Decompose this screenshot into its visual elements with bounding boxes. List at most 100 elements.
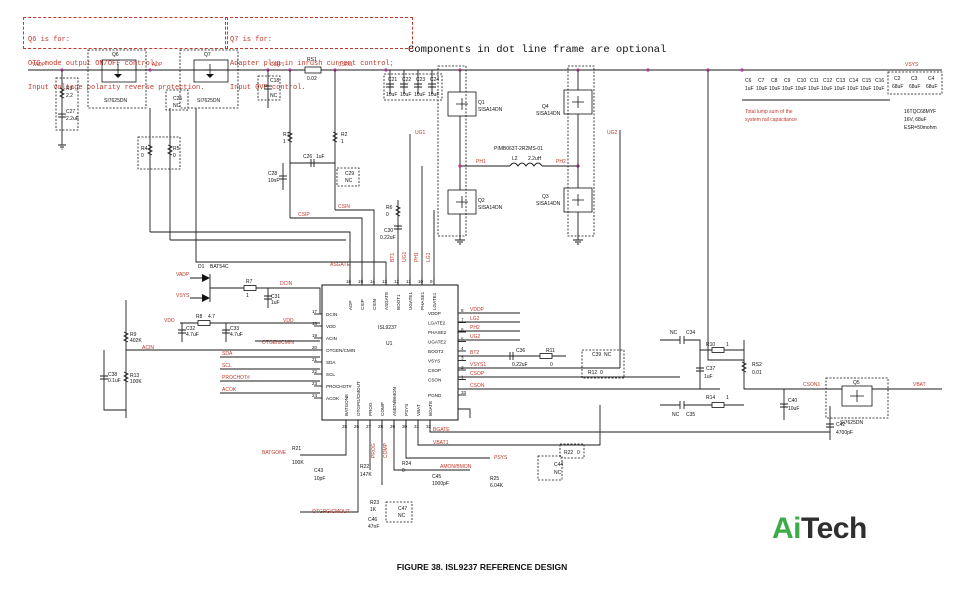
r7-value: 1 <box>246 293 249 299</box>
ic-bottom-pin-32-num: 32 <box>426 424 432 429</box>
note-q7-line1: Q7 is for: <box>230 36 273 44</box>
r4-r5: R4 0 R5 0 <box>137 108 181 240</box>
c29-value: NC <box>345 178 353 184</box>
net-acin: ACIN <box>142 345 154 351</box>
q1-part: SISA14DN <box>478 107 503 113</box>
ic-top-pin-10-num: 10 <box>418 279 424 284</box>
ic-bottom-pin-27-num: 27 <box>366 424 372 429</box>
rs1-sense: RS1 0.02 R1 1 R2 1 C26 1uF C28 10nF C29 … <box>268 57 375 285</box>
net-sda: SDA <box>222 351 233 357</box>
c42-value: 4700pF <box>836 430 853 436</box>
ic-left-pin-17-name: DCIN <box>326 312 337 317</box>
d1-ref: D1 <box>198 264 205 270</box>
ic-top-pin-9-num: 9 <box>430 279 433 284</box>
net-vdd-left: VDD <box>164 318 175 324</box>
aitech-logo: AiTech <box>772 512 867 546</box>
r6-value: 0 <box>386 212 389 218</box>
r22-value: 147K <box>360 472 372 478</box>
q2-ref: Q2 <box>478 198 485 204</box>
rs2-sense: NC C34 R10 1 C37 1uF RS2 0.01 R14 1 NC C… <box>660 70 820 420</box>
q6-part: SI7625DN <box>104 98 127 104</box>
ic-top-pin-16-num: 16 <box>346 279 352 284</box>
q3-fet: Q3 SISA14DN <box>536 70 593 245</box>
c44-value: NC <box>554 470 562 476</box>
ic-bottom-pin-29-num: 29 <box>390 424 396 429</box>
c23-ref: C23 <box>416 77 425 83</box>
r25-ref: R25 <box>490 476 499 482</box>
c40-value: 10uF <box>788 406 799 412</box>
q2-part: SISA14DN <box>478 205 503 211</box>
ic-top-pin-13-num: 13 <box>382 279 388 284</box>
ic-right-pin-33-name: PGND <box>428 393 442 398</box>
net-vsys-d1: VSYS <box>176 293 190 299</box>
r23-value: 1K <box>370 507 377 513</box>
c40-ref: C40 <box>788 398 797 404</box>
net-lg2: LG2 <box>470 316 480 322</box>
ic-left-pin-23-num: 23 <box>312 381 318 386</box>
bulk-cap-2-value: 68uF <box>909 84 920 90</box>
r2-ref: R2 <box>341 132 348 138</box>
sys-cap-1-value: 1uF <box>745 86 754 92</box>
r7-ref: R7 <box>246 279 253 285</box>
net-csin1: CSIN1 <box>338 62 353 68</box>
sys-cap-10-value: 10uF <box>860 86 871 92</box>
q4-ref: Q4 <box>542 104 549 110</box>
ic-left-pin-21-num: 21 <box>312 357 318 362</box>
ic-top-pin-12-name: BOOT1 <box>396 294 401 310</box>
sys-cap-8-value: 10uF <box>834 86 845 92</box>
net-vadp: VADP <box>32 62 46 68</box>
bulk-cap-2-ref: C3 <box>911 76 918 82</box>
top-nets: ASGATE R6 0 C30 0.22uF BT1 UG1 PH1 LG1 <box>150 108 435 285</box>
inductor-l2: PIMB063T-2R2MS-01 L2 2.2uH <box>458 146 580 168</box>
q5-fet: Q5 SI7625DN VBAT C42 4700pF <box>820 377 942 440</box>
sys-cap-2-value: 10uF <box>756 86 767 92</box>
q7-fet: Q7 SI7625DN <box>179 49 239 109</box>
ic-left-pin-20-name: OTGEN/CMIN <box>326 348 355 353</box>
bottom-nets: BATGONE R21 100K C43 10pF OTGPG/CMOUT PR… <box>262 405 830 530</box>
c21-value: 10uF <box>386 92 397 98</box>
r23-ref: R23 <box>370 500 379 506</box>
c45-value: 1000pF <box>432 481 449 487</box>
rs1-value: 0.02 <box>307 76 317 82</box>
q6-ref: Q6 <box>112 52 119 58</box>
c32-ref: C32 <box>186 326 195 332</box>
c28-ref: C28 <box>268 171 277 177</box>
ic-top-pin-16-name: ADP <box>348 301 353 310</box>
sys-cap-7-value: 10uF <box>821 86 832 92</box>
ic-right-pin-4-num: 4 <box>461 346 464 351</box>
sys-cap-8-ref: C13 <box>836 78 845 84</box>
c37-value: 1uF <box>704 374 713 380</box>
r9-ref: R9 <box>130 332 137 338</box>
c33-ref: C33 <box>230 326 239 332</box>
c37-ref: C37 <box>706 366 715 372</box>
c27-ref: C27 <box>66 109 75 115</box>
note-q6-line1: Q6 is for: <box>28 36 71 44</box>
ic-bottom-pin-31-name: VBAT <box>416 404 421 416</box>
r22-ref: R22 <box>360 464 369 470</box>
c46-value: 47nF <box>368 524 379 530</box>
ic-bottom-pin-30-name: PSYS <box>404 404 409 416</box>
c18-value: NC <box>270 93 278 99</box>
c25-c18: C25 NC C18 NC <box>165 70 281 111</box>
ic-left-pin-18-num: 18 <box>312 321 318 326</box>
c36-value: 0.22uF <box>512 362 528 368</box>
ic-left-pin-24-num: 24 <box>312 393 318 398</box>
ic-right-pin-6-name: PHASE2 <box>428 330 447 335</box>
q3-ref: Q3 <box>542 194 549 200</box>
ic-left-pin-24-name: ACOK <box>326 396 340 401</box>
l2-ref: L2 <box>512 156 518 162</box>
r3-ref: R3 <box>66 86 73 92</box>
ic-left-pin-20-num: 20 <box>312 345 318 350</box>
r12-value: 0 <box>600 370 603 376</box>
note-q6-line2: OTG mode output ON/OFF control; <box>28 60 159 68</box>
c34-value: NC <box>670 330 678 336</box>
r14-ref: R14 <box>706 395 715 401</box>
net-prochot: PROCHOT# <box>222 375 250 381</box>
ic-left-pin-21-name: SDA <box>326 360 336 365</box>
ic-part: ISL9237 <box>378 325 397 331</box>
c38-value: 0.1uF <box>108 378 121 384</box>
r5-value: 0 <box>173 153 176 159</box>
ic-right-pin-1-name: CSON <box>428 378 441 383</box>
ic-left-pin-22-num: 22 <box>312 369 318 374</box>
sys-cap-6-value: 10uF <box>808 86 819 92</box>
